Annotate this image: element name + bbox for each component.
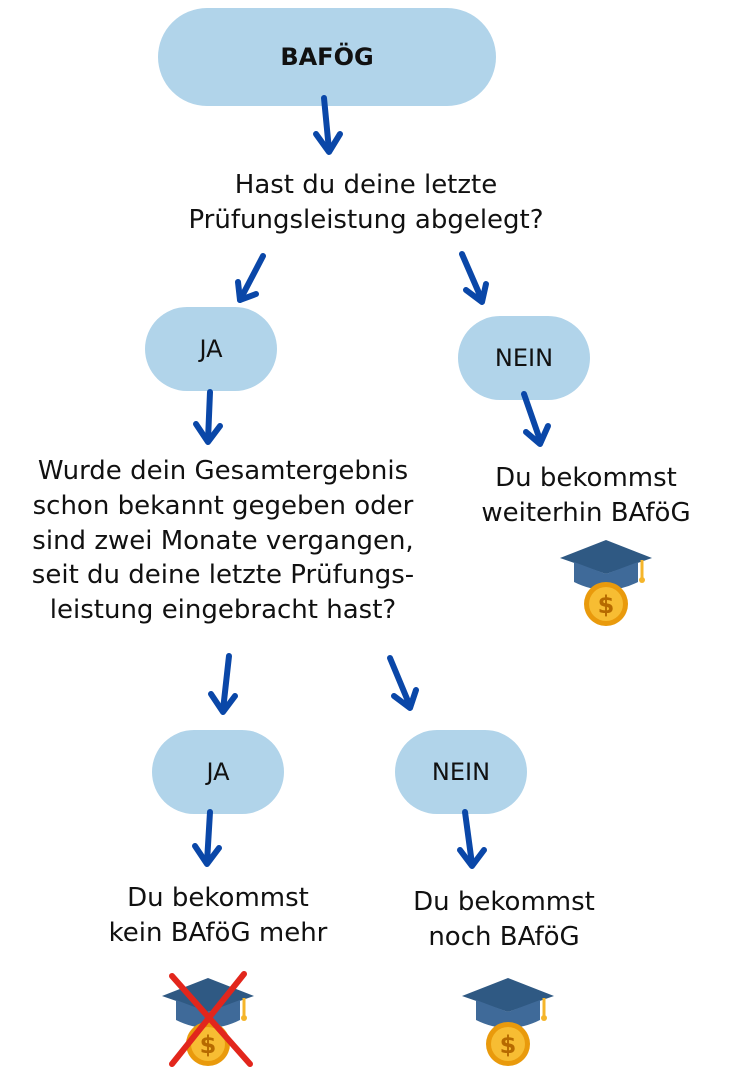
result-still-funding: Du bekommst noch BAföG bbox=[374, 885, 634, 956]
question-2-line: schon bekannt gegeben oder bbox=[32, 490, 414, 521]
arrow-down-right-icon bbox=[459, 251, 489, 305]
result-no-more-funding-line: Du bekommst bbox=[127, 883, 309, 913]
result-still-funding-line: Du bekommst bbox=[413, 887, 595, 917]
result-continued-funding-line: weiterhin BAföG bbox=[481, 498, 691, 529]
answer-no-1-label: NEIN bbox=[494, 344, 554, 372]
question-2-line: sind zwei Monate vergangen, bbox=[32, 525, 414, 556]
question-1-line: Hast du deine letzte bbox=[234, 170, 498, 200]
svg-text:$: $ bbox=[598, 591, 615, 619]
answer-yes-1-label: JA bbox=[199, 335, 223, 363]
start-node-label: BAFÖG bbox=[280, 43, 374, 71]
svg-text:$: $ bbox=[500, 1031, 517, 1059]
graduation-cap-dollar-coin-icon: $ bbox=[462, 978, 554, 1066]
result-no-more-funding-line: kein BAföG mehr bbox=[108, 918, 328, 949]
question-1: Hast du deine letzte Prüfungsleistung ab… bbox=[100, 168, 632, 239]
arrow-down-icon bbox=[193, 389, 223, 445]
arrow-down-left-icon bbox=[235, 253, 266, 303]
result-still-funding-line: noch BAföG bbox=[428, 922, 580, 953]
answer-no-2-label: NEIN bbox=[431, 758, 491, 786]
answer-no-1: NEIN bbox=[458, 316, 590, 400]
arrow-down-right-icon bbox=[387, 655, 419, 711]
svg-text:$: $ bbox=[200, 1031, 217, 1059]
result-no-more-funding: Du bekommst kein BAföG mehr bbox=[88, 881, 348, 952]
result-continued-funding: Du bekommst weiterhin BAföG bbox=[456, 461, 716, 532]
cross-icon bbox=[169, 971, 253, 1067]
answer-yes-1: JA bbox=[145, 307, 277, 391]
answer-yes-2-label: JA bbox=[206, 758, 230, 786]
graduation-cap-dollar-coin-icon: $ bbox=[560, 540, 652, 626]
arrow-down-icon bbox=[313, 95, 343, 155]
answer-yes-2: JA bbox=[152, 730, 284, 814]
arrow-down-icon bbox=[192, 809, 222, 867]
start-node-bafog: BAFÖG bbox=[158, 8, 496, 106]
arrow-down-icon bbox=[208, 653, 238, 715]
result-continued-funding-line: Du bekommst bbox=[495, 463, 677, 493]
question-2: Wurde dein Gesamtergebnis schon bekannt … bbox=[8, 454, 438, 628]
crossed-out-graduation-cap-dollar-coin-icon: $ bbox=[162, 971, 254, 1067]
question-2-line: seit du deine letzte Prüfungs- bbox=[31, 560, 415, 591]
question-2-line: leistung eingebracht hast? bbox=[49, 595, 397, 626]
arrow-down-icon bbox=[521, 391, 551, 447]
question-1-line: Prüfungsleistung abgelegt? bbox=[188, 205, 544, 236]
answer-no-2: NEIN bbox=[395, 730, 527, 814]
arrow-down-icon bbox=[457, 809, 487, 869]
question-2-line: Wurde dein Gesamtergebnis bbox=[37, 456, 409, 486]
